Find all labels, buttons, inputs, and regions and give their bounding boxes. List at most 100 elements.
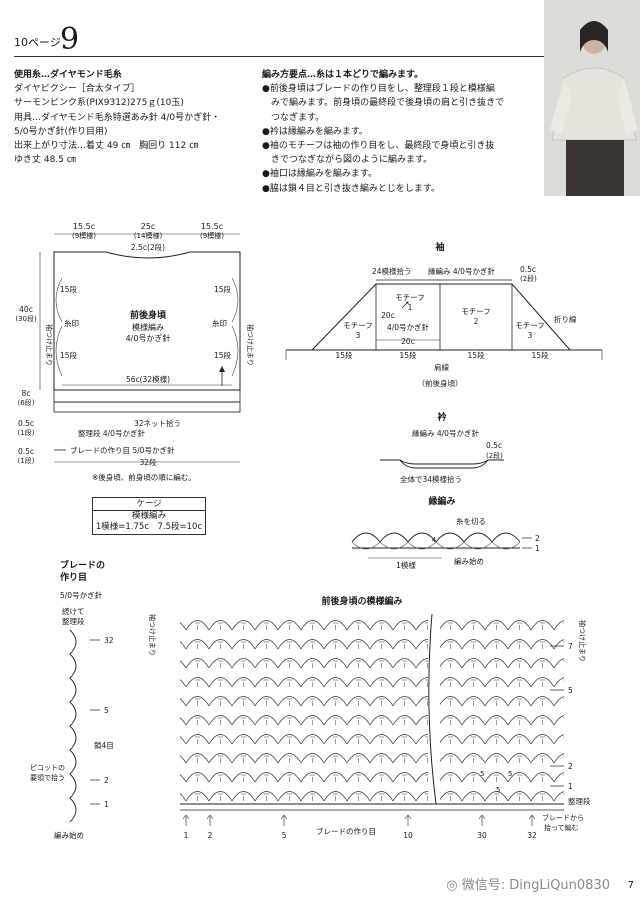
sleeve-body-label: （前後身頃） (418, 378, 463, 388)
collar-schematic: 衿 縁編み 4/0号かぎ針 0.5c (2段) 全体で34模様拾う (380, 411, 504, 484)
model-photo-illustration (544, 0, 640, 196)
collar-edge: 縁編み 4/0号かぎ針 (412, 428, 479, 438)
braid-hook: 5/0号かぎ針 (60, 590, 103, 600)
sleeve-rows: 15段 (399, 350, 417, 360)
braid-row-1: 1 (104, 800, 109, 809)
chart-bottom-30: 30 (477, 831, 487, 840)
watermark: ◎ 微信号: DingLiQun0830 (446, 874, 610, 893)
body-pattern: 模様編み (132, 322, 164, 332)
braid-count: 32段 (139, 457, 157, 467)
body-schematic: 15.5c (9模様) 25c (14模様) 15.5c (9模様) 2.5c(… (15, 222, 255, 482)
instruction-line: 編み方要点…糸は１本どりで編みます。 (262, 70, 424, 80)
mesh-left (180, 614, 428, 804)
mesh-right (440, 614, 564, 804)
collar-pickup: 全体で34模様拾う (400, 474, 462, 484)
edging-start: 編み始め (454, 556, 484, 566)
pattern-number: 9 (60, 22, 80, 57)
motif-3-right-label: モチーフ (515, 321, 545, 330)
motif-2-label: モチーフ (461, 307, 491, 316)
chart-stop-right: 袖つけ止まり (578, 620, 587, 662)
dim-8c-sub: (6段) (18, 398, 35, 407)
motif-3-left-number: 3 (356, 331, 361, 340)
sleeve-rows: 15段 (467, 350, 485, 360)
motif-3-left-label: モチーフ (343, 321, 373, 330)
materials-tools: 用具…ダイヤモンド毛糸特選あみ針 4/0号かぎ針・ (14, 112, 221, 123)
chart-bottom-1: 1 (184, 831, 189, 840)
instruction-line: ●袖口は縁編みを編みます。 (262, 169, 377, 180)
dim-top-right-sub: (9模様) (200, 231, 224, 240)
braid-row-5: 5 (104, 706, 109, 715)
motif-3-right-number: 3 (528, 331, 533, 340)
thread-mark-right: 糸印 (212, 318, 227, 328)
sleeve-title: 袖 (434, 241, 444, 253)
body-title: 前後身頃 (130, 309, 167, 321)
sleeve-rows: 15段 (531, 350, 549, 360)
materials-list: 使用糸…ダイヤモンド毛糸 ダイヤピクシー［合太タイプ］ サーモンピンク系(PIX… (14, 68, 254, 167)
sleeve-height: 20c (381, 311, 395, 320)
sleeve-cuff: 0.5c (520, 265, 536, 274)
page-corner-number: 7 (627, 880, 634, 891)
materials-size: 出来上がり寸法…着丈 49 ㎝ 胸回り 112 ㎝ (14, 141, 199, 152)
instruction-line: ●袖のモチーフは袖の作り目をし、最終段で身頃と引き抜 (262, 141, 495, 152)
header-rule (14, 56, 554, 57)
dim-top-mid-sub: (14模様) (134, 231, 163, 240)
sleeve-schematic: 袖 24模様拾う 縁編み 4/0号かぎ針 0.5c (2段) モチーフ 1 モチ… (285, 241, 603, 388)
instructions-list: 編み方要点…糸は１本どりで編みます。 ●前後身頃はブレードの作り目をし、整理段１… (262, 68, 538, 196)
motif-1-number: 1 (408, 303, 413, 312)
dim-05a: 0.5c (18, 419, 34, 428)
chart-bottom-10: 10 (403, 831, 413, 840)
materials-yarn: 使用糸…ダイヤモンド毛糸 (14, 70, 122, 80)
chart-pickup-2: 拾って編む (544, 823, 579, 832)
page-label: 10ページ (14, 36, 61, 49)
instruction-line: つなぎます。 (262, 112, 325, 123)
sleeve-edge: 縁編み 4/0号かぎ針 (428, 266, 495, 276)
chart-cell-5: 5 (508, 770, 512, 778)
braid-set-row: 整理段 (62, 616, 85, 626)
chart-row-5: 5 (568, 686, 573, 695)
chart-pickup-1: ブレードから (542, 813, 584, 822)
gauge-box: ケージ 模様編み 1模様=1.75c 7.5段=10c (92, 497, 206, 535)
body-height-sub: (30段) (15, 314, 37, 323)
rows-label: 15段 (214, 284, 232, 294)
body-hook: 4/0号かぎ針 (126, 333, 171, 343)
wechat-icon: ◎ (446, 878, 462, 893)
edging-chart: 縁編み 糸を切る 4 2 1 1模様 編み始め (351, 495, 540, 570)
chart-bottom-32: 32 (527, 831, 537, 840)
body-note: ※後身頃、前身頃の順に編む。 (92, 472, 196, 482)
pickup-count: 32ネット拾う (134, 418, 181, 428)
dim-05b-sub: (1段) (18, 456, 35, 465)
chart-stop-left: 袖つけ止まり (148, 614, 157, 656)
materials-color: サーモンピンク系(PIX9312)275ｇ(10玉) (14, 98, 184, 109)
sleeve-stop-right: 袖つけ止まり (246, 324, 255, 366)
sleeve-cuff-sub: (2段) (520, 274, 537, 283)
sleeve-hook: 4/0号かぎ針 (387, 322, 430, 332)
chart-cell-5: 5 (496, 786, 500, 794)
braid-chain-4: 鎖4目 (94, 740, 114, 750)
dim-top-left-sub: (9模様) (72, 231, 96, 240)
instruction-line: きでつなぎながら図のように編みます。 (262, 155, 433, 166)
body-height: 40c (19, 305, 33, 314)
set-row-label: 整理段 4/0号かぎ針 (78, 428, 145, 438)
chart-row-7: 7 (568, 642, 573, 651)
chart-row-1: 1 (568, 782, 573, 791)
gauge-pattern: 模様編み (131, 511, 166, 521)
braid-foundation-chart: ブレードの 作り目 5/0号かぎ針 続けて 整理段 32 5 鎖4目 ピコットの… (30, 559, 114, 840)
sleeve-stop-left: 袖つけ止まり (45, 324, 54, 366)
chart-cell-5: 5 (480, 770, 484, 778)
rows-label: 15段 (60, 284, 78, 294)
materials-yarn-type: ダイヤピクシー［合太タイプ］ (14, 84, 140, 95)
braid-picot-2: 要領で拾う (30, 773, 65, 782)
chart-braid-label: ブレードの作り目 (316, 826, 376, 836)
chart-title: 前後身頃の模様編み (321, 595, 402, 607)
materials-tools-2: 5/0号かぎ針(作り目用) (14, 126, 108, 137)
dim-05a-sub: (1段) (18, 428, 35, 437)
dim-top-left: 15.5c (73, 222, 95, 231)
rows-label: 15段 (60, 350, 78, 360)
instruction-line: ●衿は縁編みを編みます。 (262, 126, 368, 137)
gauge-values: 1模様=1.75c 7.5段=10c (95, 522, 203, 532)
edging-row-1: 1 (535, 544, 540, 553)
braid-row-32: 32 (104, 636, 114, 645)
chart-bottom-2: 2 (208, 831, 213, 840)
edging-row-2: 2 (535, 534, 540, 543)
braid-row-2: 2 (104, 776, 109, 785)
